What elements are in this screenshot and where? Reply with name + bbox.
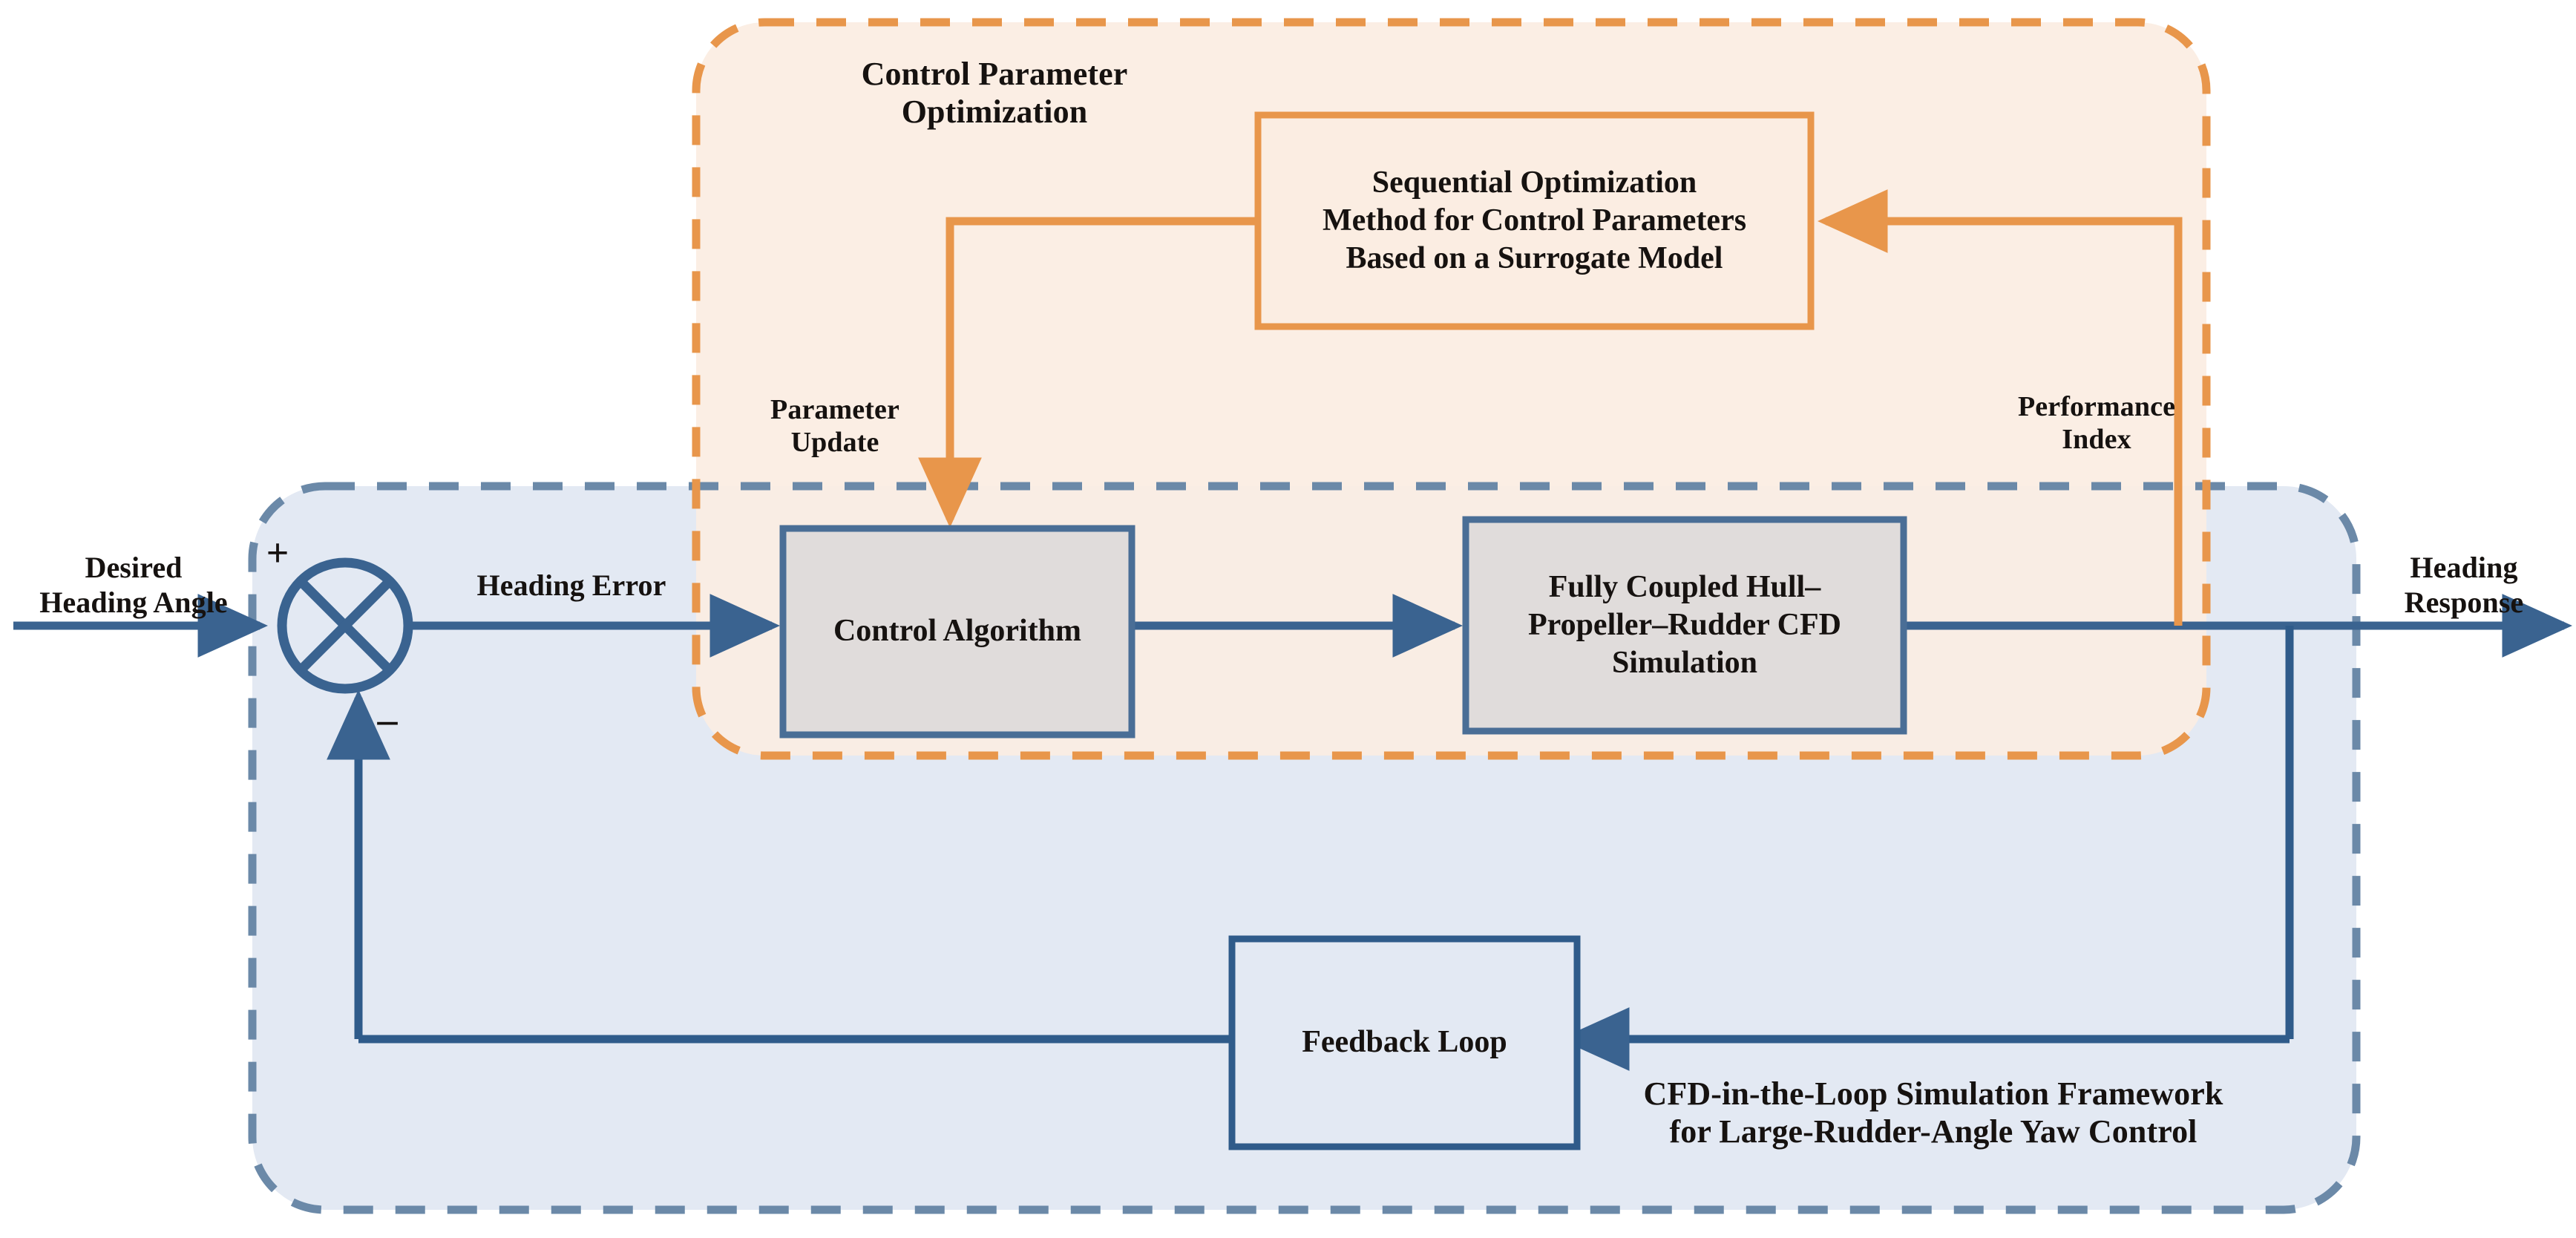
optimization-title-line2: Optimization xyxy=(901,94,1088,131)
desired-heading-angle-line1: Desired xyxy=(85,551,183,584)
cfd-simulation-block-label[interactable]: Fully Coupled Hull– Propeller–Rudder CFD… xyxy=(1466,520,1904,731)
cfd-line3: Simulation xyxy=(1611,646,1758,681)
heading-response-label: Heading Response xyxy=(2360,551,2568,620)
surrogate-line2: Method for Control Parameters xyxy=(1322,203,1747,238)
heading-response-line2: Response xyxy=(2404,585,2524,619)
desired-heading-angle-line2: Heading Angle xyxy=(39,585,228,619)
desired-heading-angle-label: Desired Heading Angle xyxy=(15,551,252,620)
parameter-update-label: Parameter Update xyxy=(712,393,957,459)
framework-title-line1: CFD-in-the-Loop Simulation Framework xyxy=(1643,1075,2223,1112)
optimization-container-border xyxy=(692,18,2211,760)
surrogate-line3: Based on a Surrogate Model xyxy=(1346,241,1723,276)
performance-index-line1: Performance xyxy=(2017,391,2176,422)
summing-junction-cross-b xyxy=(297,577,393,674)
surrogate-line1: Sequential Optimization xyxy=(1371,165,1697,200)
control-algorithm-line1: Control Algorithm xyxy=(833,614,1082,649)
cfd-line2: Propeller–Rudder CFD xyxy=(1528,607,1841,642)
parameter-update-line2: Update xyxy=(790,427,879,459)
feedback-loop-block-label[interactable]: Feedback Loop xyxy=(1232,939,1577,1147)
surrogate-block xyxy=(1254,111,1815,330)
control-parameter-optimization-title: Control Parameter Optimization xyxy=(764,55,1225,131)
cfd-simulation-block xyxy=(1462,516,1907,735)
feedback-loop-block xyxy=(1228,935,1581,1150)
framework-title-line2: for Large-Rudder-Angle Yaw Control xyxy=(1669,1113,2198,1150)
performance-index-line2: Index xyxy=(2062,424,2131,456)
performance-index-path xyxy=(1817,189,2183,626)
surrogate-block-label[interactable]: Sequential Optimization Method for Contr… xyxy=(1258,115,1811,327)
control-algorithm-block-label[interactable]: Control Algorithm xyxy=(783,528,1132,735)
framework-container-border xyxy=(248,482,2361,1214)
control-algorithm-block xyxy=(779,525,1135,738)
plus-sign-label: + xyxy=(266,531,289,575)
parameter-update-path xyxy=(918,217,1258,528)
performance-index-label: Performance Index xyxy=(1959,390,2234,456)
heading-response-line1: Heading xyxy=(2410,551,2518,584)
optimization-title-line1: Control Parameter xyxy=(861,56,1128,92)
minus-sign-label: – xyxy=(377,697,398,741)
framework-title: CFD-in-the-Loop Simulation Framework for… xyxy=(1514,1075,2353,1151)
heading-error-label: Heading Error xyxy=(476,569,666,602)
cfd-line1: Fully Coupled Hull– xyxy=(1548,569,1821,604)
feedback-line1: Feedback Loop xyxy=(1302,1025,1507,1060)
parameter-update-line1: Parameter xyxy=(770,394,899,425)
